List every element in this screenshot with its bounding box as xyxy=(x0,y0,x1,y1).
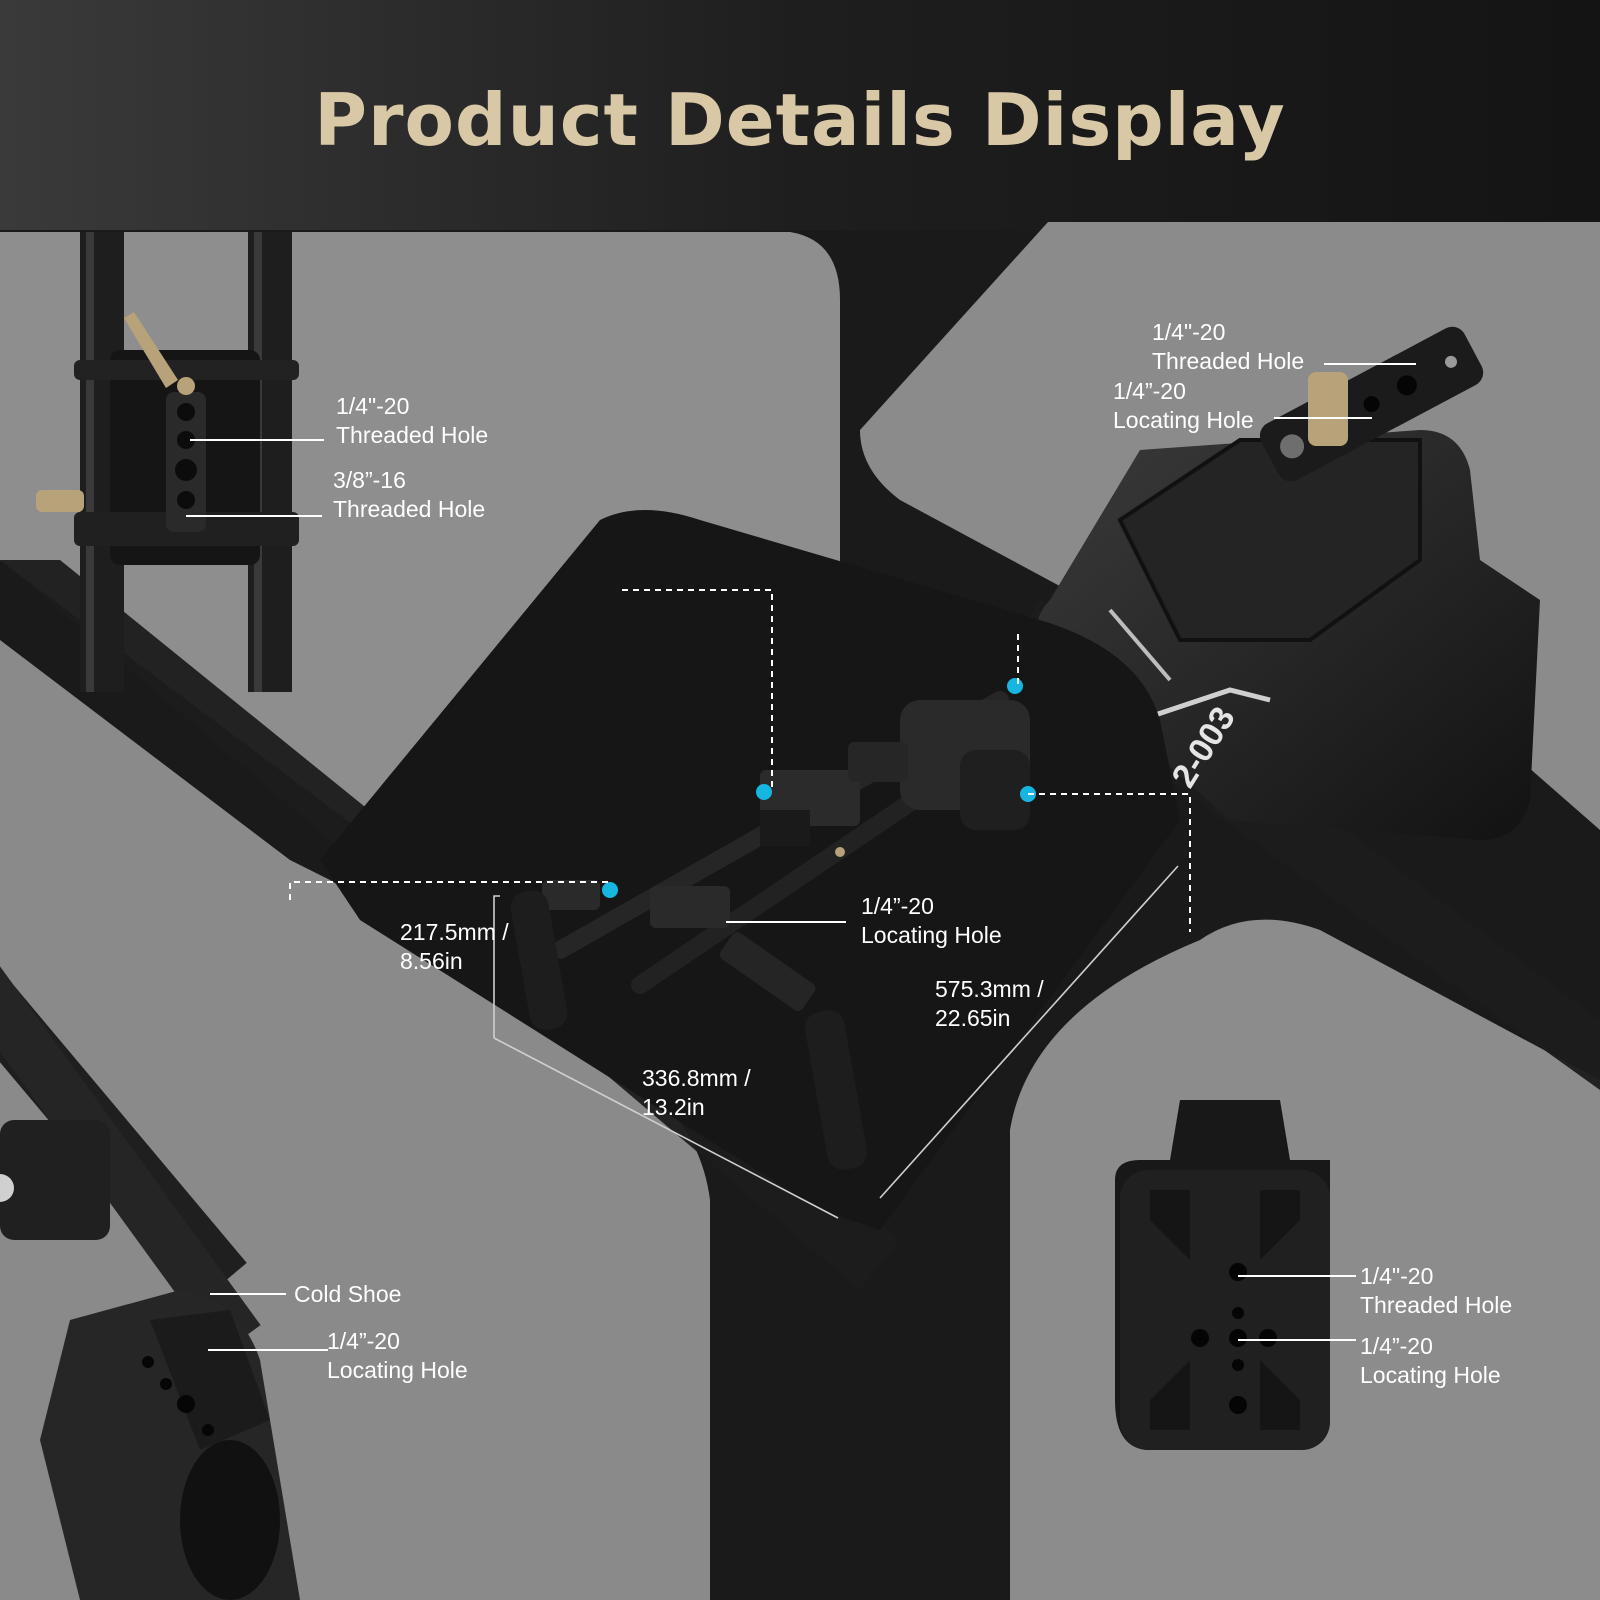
callout-feature: Threaded Hole xyxy=(1360,1292,1513,1318)
callout-feature: Cold Shoe xyxy=(294,1281,402,1307)
dimension-height: 217.5mm / 8.56in xyxy=(400,918,509,976)
dimension-lines xyxy=(493,865,1179,1219)
callout-feature: Locating Hole xyxy=(1113,407,1254,433)
callout-feature: Locating Hole xyxy=(1360,1362,1501,1388)
dimension-value-imperial: 8.56in xyxy=(400,948,463,974)
shoulder-rig-illustration xyxy=(510,691,1030,1170)
handle-illustration xyxy=(0,833,300,1600)
marker-dot xyxy=(1007,678,1023,694)
callout-spec: 1/4”-20 xyxy=(1113,378,1186,404)
callout-feature: Locating Hole xyxy=(861,922,1002,948)
dimension-value-imperial: 22.65in xyxy=(935,1005,1011,1031)
callout-feature: Threaded Hole xyxy=(1152,348,1305,374)
dimension-value: 336.8mm / xyxy=(642,1065,751,1091)
leader-lines xyxy=(186,363,1416,1351)
dashed-guides xyxy=(289,589,1191,932)
header-band xyxy=(0,0,1600,230)
callout-feature: Threaded Hole xyxy=(336,422,489,448)
callout-spec: 1/4"-20 xyxy=(336,393,410,419)
callout-rod-clamp-threaded-three-eighths: 3/8”-16 Threaded Hole xyxy=(333,466,485,524)
dimension-value: 217.5mm / xyxy=(400,919,509,945)
callout-rod-clamp-threaded-quarter: 1/4"-20 Threaded Hole xyxy=(336,392,488,450)
marker-dot xyxy=(756,784,772,800)
page-title: Product Details Display xyxy=(314,78,1286,162)
callout-spec: 1/4”-20 xyxy=(327,1328,400,1354)
rod-clamp-illustration xyxy=(36,232,299,692)
dimension-width: 336.8mm / 13.2in xyxy=(642,1064,751,1122)
callout-pad-locating: 1/4”-20 Locating Hole xyxy=(1360,1332,1501,1390)
callout-top-plate-locating: 1/4”-20 Locating Hole xyxy=(1113,377,1254,435)
callout-center-locating: 1/4”-20 Locating Hole xyxy=(861,892,1002,950)
marker-dot xyxy=(602,882,618,898)
callout-spec: 1/4"-20 xyxy=(1152,319,1226,345)
callout-spec: 3/8”-16 xyxy=(333,467,406,493)
callout-handle-cold-shoe: Cold Shoe xyxy=(294,1280,401,1309)
callout-feature: Locating Hole xyxy=(327,1357,468,1383)
callout-top-plate-threaded: 1/4"-20 Threaded Hole xyxy=(1152,318,1304,376)
callout-spec: 1/4”-20 xyxy=(861,893,934,919)
dimension-value-imperial: 13.2in xyxy=(642,1094,705,1120)
dimension-length: 575.3mm / 22.65in xyxy=(935,975,1044,1033)
callout-spec: 1/4”-20 xyxy=(1360,1333,1433,1359)
dimension-value: 575.3mm / xyxy=(935,976,1044,1002)
callout-feature: Threaded Hole xyxy=(333,496,486,522)
center-dark-panel xyxy=(320,510,1180,1230)
callout-handle-locating: 1/4”-20 Locating Hole xyxy=(327,1327,468,1385)
pad-plate-illustration xyxy=(1115,1100,1330,1450)
callout-pad-threaded: 1/4"-20 Threaded Hole xyxy=(1360,1262,1512,1320)
callout-spec: 1/4"-20 xyxy=(1360,1263,1434,1289)
